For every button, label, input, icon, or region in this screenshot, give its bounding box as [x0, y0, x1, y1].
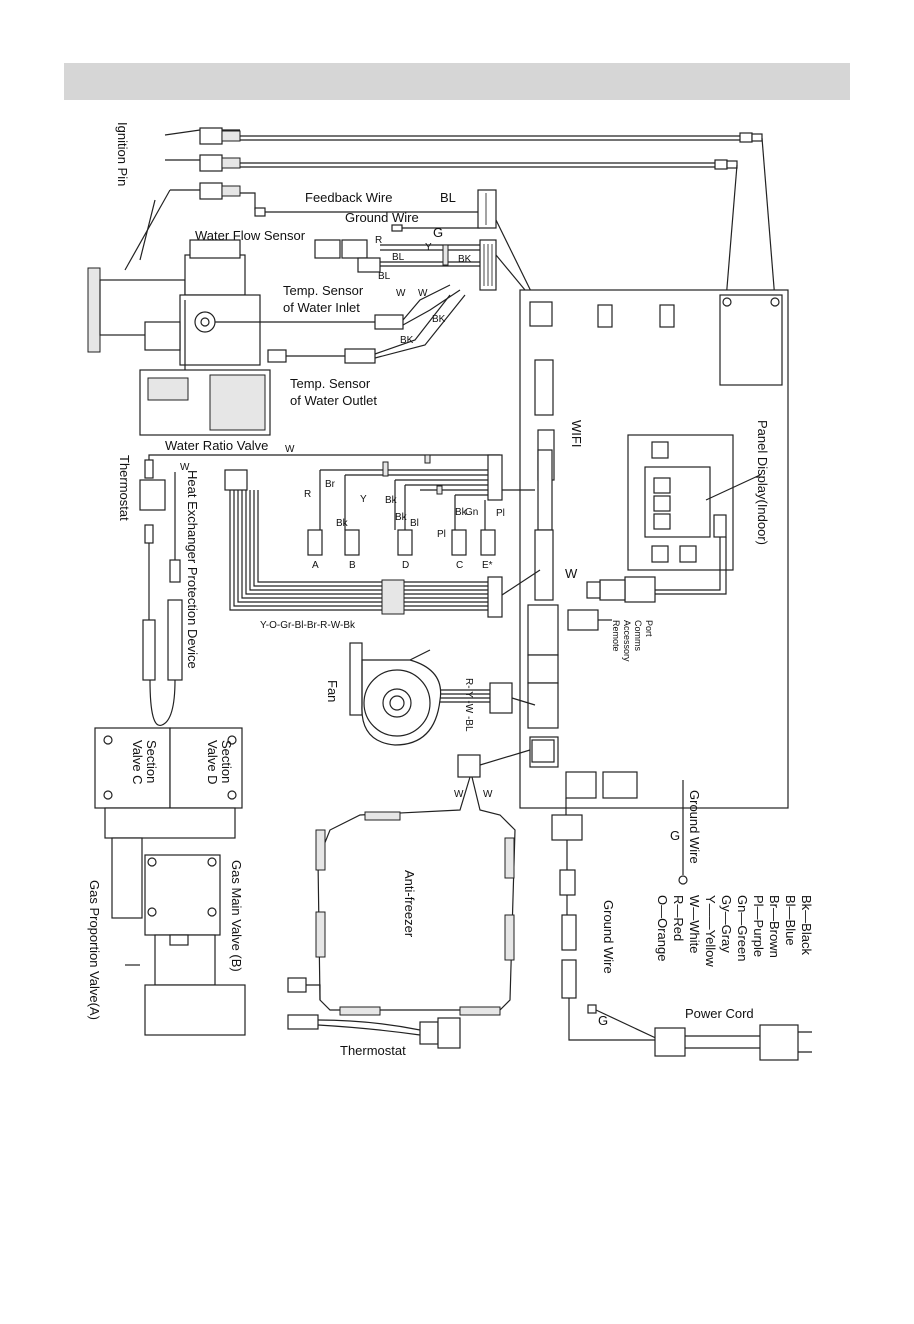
wire-code-pl: Pl — [496, 508, 505, 519]
wire-bundle-label: Y-O-Gr-Bl-Br-R-W-Bk — [260, 620, 356, 631]
wire-code-r2: R — [304, 489, 311, 500]
water-flow-sensor-label: Water Flow Sensor — [195, 228, 306, 243]
temp-inlet-label-1: Temp. Sensor — [283, 283, 364, 298]
legend-gy: Gy—Gray — [719, 895, 734, 953]
main-wire-bundle: Y-O-Gr-Bl-Br-R-W-Bk — [224, 469, 541, 631]
header-bar — [64, 63, 850, 100]
wire-code-w-heat: W — [180, 462, 190, 473]
power-cord-ground: Ground Wire G Ground Wire G Power Cord — [551, 780, 812, 1061]
fan: Fan R- Y -W -BL — [325, 642, 536, 746]
wire-code-w-af2: W — [483, 789, 493, 800]
wire-code-bl4: Bl — [410, 518, 419, 529]
legend-pl: Pl—Purple — [751, 895, 766, 957]
ignition-pin-label: Ignition Pin — [115, 122, 130, 186]
legend-y: Y——Yellow — [703, 895, 718, 967]
wire-code-g-right: G — [670, 828, 680, 843]
water-flow-sensor: Water Flow Sensor R Y BL BL BK — [195, 228, 497, 291]
remote-label-2: Accessory — [622, 620, 632, 662]
panel-display-label: Panel Display(Indoor) — [755, 420, 770, 545]
connector-c: C — [456, 560, 463, 571]
section-valve-d-label-1: Section — [219, 740, 234, 783]
temp-outlet-label-1: Temp. Sensor — [290, 376, 371, 391]
wire-code-bk6: Bk — [395, 512, 408, 523]
section-valve-c-label-1: Section — [144, 740, 159, 783]
temp-inlet-label-2: of Water Inlet — [283, 300, 360, 315]
connector-a: A — [312, 560, 319, 571]
ground-wire-right-label: Ground Wire — [687, 790, 702, 864]
temp-sensors: Temp. Sensor of Water Inlet W W BK BK Te… — [215, 219, 551, 408]
wire-code-w-thermo: W — [285, 444, 295, 455]
remote-label-4: Port — [644, 620, 654, 637]
wire-code-gn: Gn — [465, 507, 478, 518]
anti-freezer: W W Anti-freezer — [287, 749, 531, 1016]
wire-code-bk1: BK — [458, 254, 472, 265]
anti-freezer-label: Anti-freezer — [402, 870, 417, 938]
legend-br: Br—Brown — [767, 895, 782, 958]
connector-d: D — [402, 560, 409, 571]
feedback-ground-wire: Feedback Wire BL Ground Wire G — [254, 189, 497, 240]
wire-code-y2: Y — [360, 494, 367, 505]
gas-proportion-valve-label: Gas Proportion Valve(A) — [87, 880, 102, 1020]
wire-code-w-panel: W — [565, 566, 578, 581]
wire-code-y: Y — [425, 242, 432, 253]
thermostat-bottom-label: Thermostat — [340, 1043, 406, 1058]
wire-code-w1: W — [396, 288, 406, 299]
section-valve-d-label-2: Valve D — [205, 740, 220, 785]
remote-label-3: Comms — [633, 620, 643, 651]
legend-bl: Bl—Blue — [783, 895, 798, 946]
ignition-pin-assembly: Ignition Pin — [115, 122, 776, 301]
legend-bk: Bk—Black — [799, 895, 814, 955]
panel-display: Panel Display(Indoor) W Remote Accessory… — [565, 420, 770, 662]
fan-label: Fan — [325, 680, 340, 702]
gas-valve-assembly: Section Valve C Section Valve D Gas Main… — [87, 727, 246, 1036]
wire-code-r: R — [375, 235, 382, 246]
temp-outlet-label-2: of Water Outlet — [290, 393, 377, 408]
thermostat-heat-exchanger: Thermostat W W Heat Exchanger Protection… — [117, 444, 500, 726]
gas-main-valve-label: Gas Main Valve (B) — [229, 860, 244, 972]
wire-code-bl2: BL — [392, 252, 405, 263]
thermostat-left-label: Thermostat — [117, 455, 132, 521]
wire-code-bk7: Bk — [455, 507, 468, 518]
wire-code-w2: W — [418, 288, 428, 299]
thermostat-bottom: Thermostat — [287, 1014, 461, 1058]
wire-code-bk5: Bk — [385, 495, 398, 506]
connector-e: E* — [482, 560, 493, 571]
wire-code-g-bottom: G — [598, 1013, 608, 1028]
wire-code-g: G — [433, 225, 443, 240]
wire-code-pl2: Pl — [437, 529, 446, 540]
wire-code-bk2: BK — [432, 314, 446, 325]
ground-wire-top-label: Ground Wire — [345, 210, 419, 225]
heat-exchanger-label: Heat Exchanger Protection Device — [185, 470, 200, 669]
legend-gn: Gn—Green — [735, 895, 750, 961]
section-valve-c-label-2: Valve C — [130, 740, 145, 785]
feedback-wire-label: Feedback Wire — [305, 190, 392, 205]
ground-wire-bottom-label: Ground Wire — [601, 900, 616, 974]
wire-code-bk3: BK — [400, 335, 414, 346]
water-valve-body: Water Ratio Valve — [87, 239, 271, 453]
water-ratio-valve-label: Water Ratio Valve — [165, 438, 268, 453]
wire-code-bk4: Bk — [336, 518, 349, 529]
legend-w: W—White — [687, 895, 702, 954]
wifi-label: WIFI — [569, 420, 584, 447]
fan-wires-label: R- Y -W -BL — [463, 678, 474, 732]
power-cord-label: Power Cord — [685, 1006, 754, 1021]
wire-code-br: Br — [325, 479, 336, 490]
wire-code-w-af1: W — [454, 789, 464, 800]
wire-color-legend: Bk—Black Bl—Blue Br—Brown Pl—Purple Gn—G… — [655, 895, 814, 967]
legend-o: O—Orange — [655, 895, 670, 961]
connector-b: B — [349, 560, 356, 571]
remote-label-1: Remote — [611, 620, 621, 652]
valve-wire-harness: R Br Y Bk Bk Bk Bl Bk Gn Pl Pl A B D C E… — [304, 454, 535, 571]
legend-r: R—Red — [671, 895, 686, 941]
wire-code-bl: BL — [440, 190, 456, 205]
wire-code-bl3: BL — [378, 271, 391, 282]
